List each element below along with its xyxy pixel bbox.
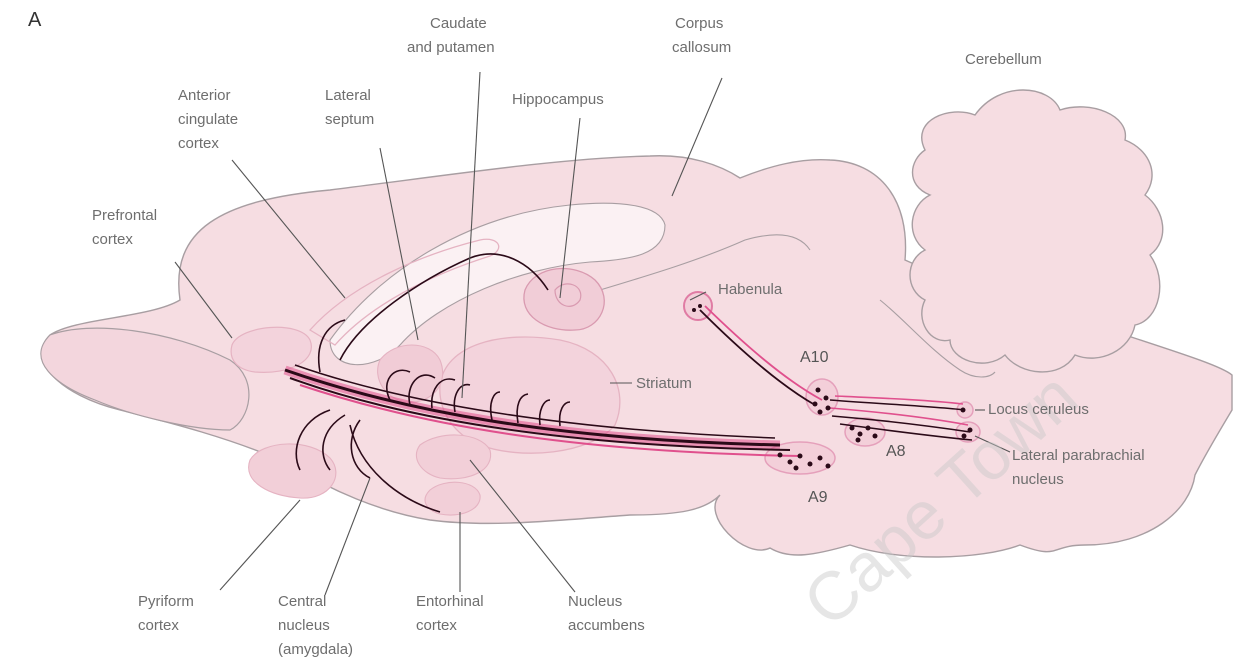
locus-ceruleus-label: Locus ceruleus (988, 401, 1089, 418)
a8-structure (845, 418, 885, 446)
lateral-parabrachial-label: Lateral parabrachial (1012, 447, 1145, 464)
caudate-label: Caudate (430, 15, 487, 32)
corpus-callosum-label: Corpus (675, 15, 723, 32)
prefrontal-label: Prefrontal (92, 207, 157, 224)
central-nucleus-label: Central (278, 593, 326, 610)
caudate-label-2: and putamen (407, 39, 495, 56)
piriform-label: Pyriform (138, 593, 194, 610)
central-nucleus-label-2: nucleus (278, 617, 330, 634)
a10-label: A10 (800, 349, 829, 366)
piriform-label-2: cortex (138, 617, 179, 634)
corpus-callosum-label-2: callosum (672, 39, 731, 56)
hippocampus-label: Hippocampus (512, 91, 604, 108)
entorhinal-label-2: cortex (416, 617, 457, 634)
prefrontal-label-2: cortex (92, 231, 133, 248)
cerebellum (910, 90, 1163, 372)
anterior-cingulate-label: Anterior (178, 87, 231, 104)
panel-label: A (28, 9, 42, 31)
cerebellum-label: Cerebellum (965, 51, 1042, 68)
lateral-parabrachial-label-2: nucleus (1012, 471, 1064, 488)
a8-label: A8 (886, 443, 906, 460)
anterior-cingulate-label-3: cortex (178, 135, 219, 152)
habenula-label: Habenula (718, 281, 783, 298)
entorhinal-label: Entorhinal (416, 593, 484, 610)
central-nucleus-label-3: (amygdala) (278, 641, 353, 658)
a9-label: A9 (808, 489, 828, 506)
nucleus-accumbens-label-2: accumbens (568, 617, 645, 634)
lateral-septum-label: Lateral (325, 87, 371, 104)
nucleus-accumbens-label: Nucleus (568, 593, 622, 610)
anterior-cingulate-label-2: cingulate (178, 111, 238, 128)
striatum-label: Striatum (636, 375, 692, 392)
a10-structure (806, 379, 838, 415)
lateral-septum-label-2: septum (325, 111, 374, 128)
